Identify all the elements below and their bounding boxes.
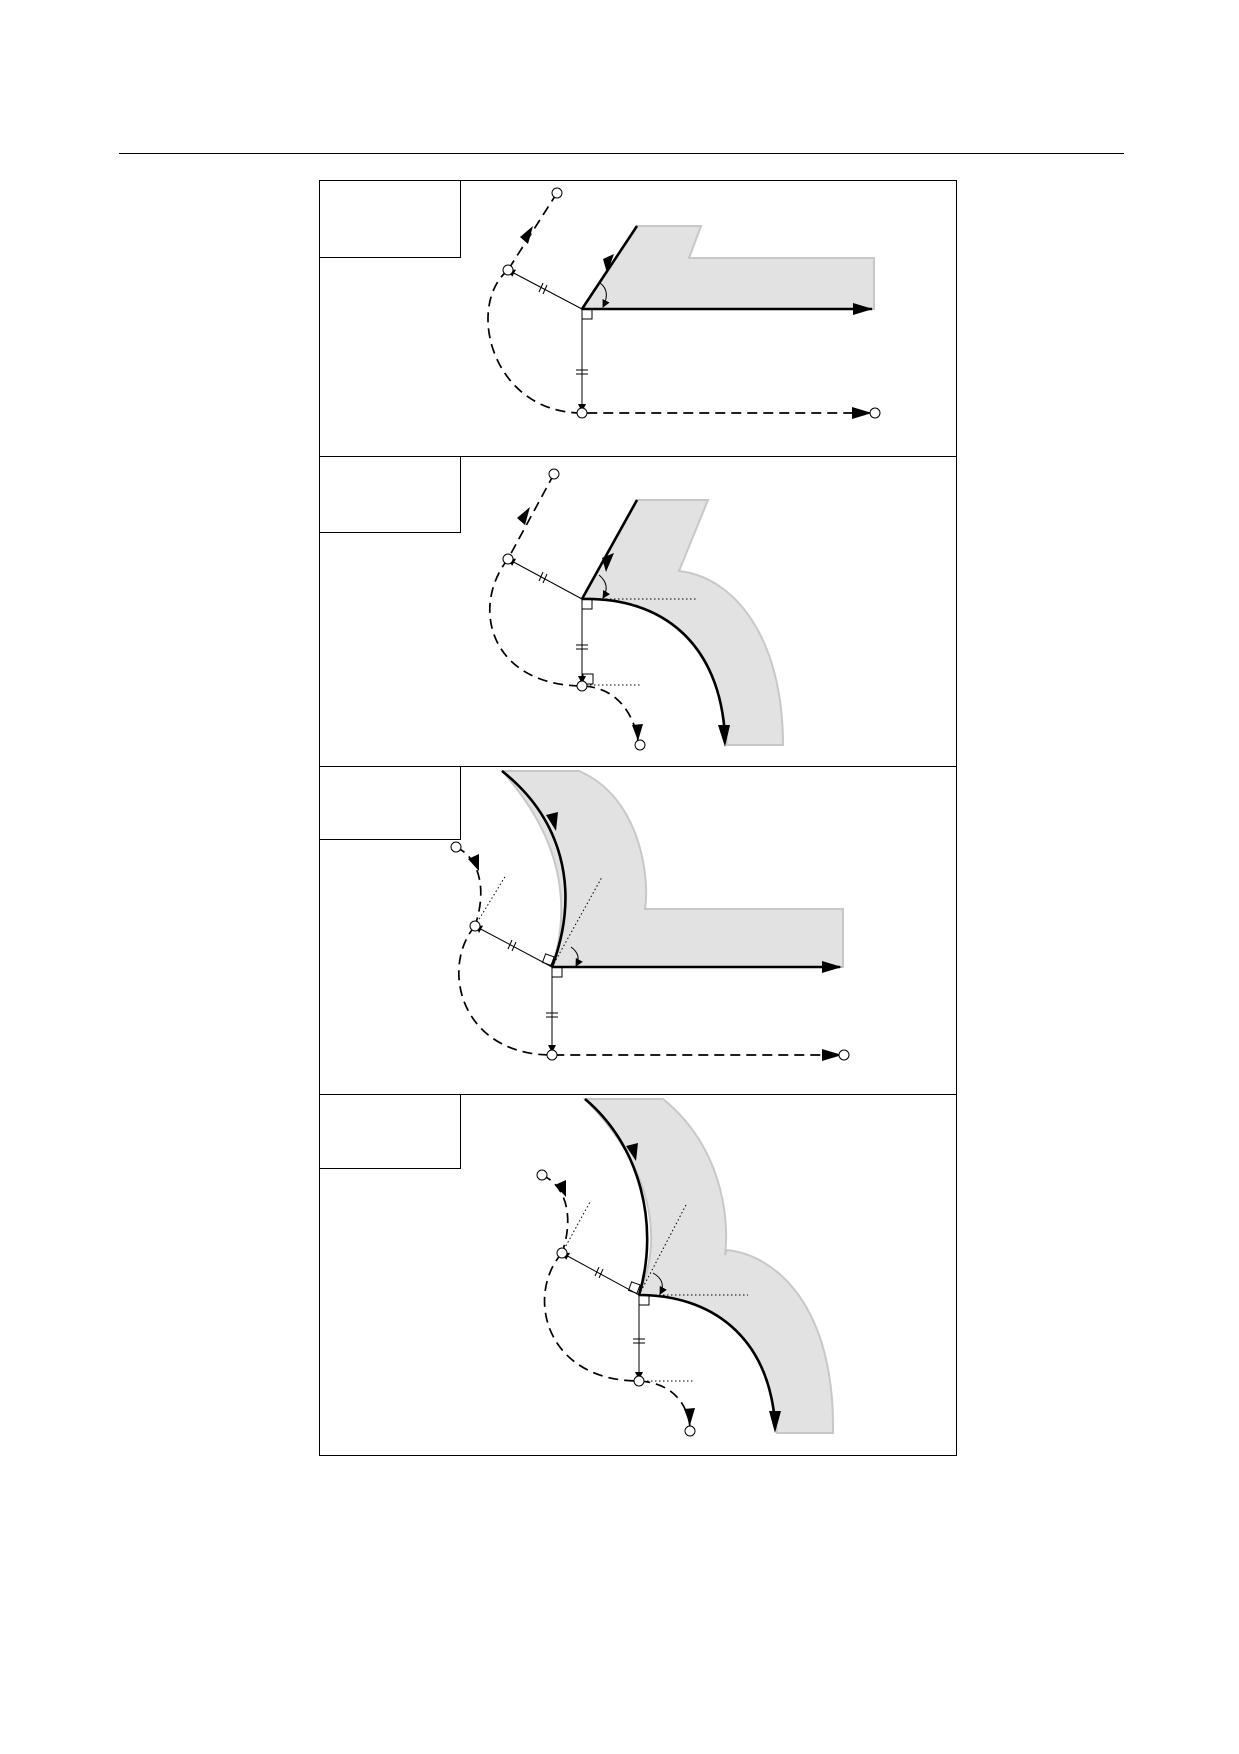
equal-tick	[542, 284, 548, 295]
tangent-line	[561, 1201, 591, 1254]
workpiece-shape	[499, 770, 844, 968]
panel-2-drawing	[488, 468, 785, 751]
tool-path-arrow	[632, 724, 643, 741]
tool-point	[576, 680, 588, 692]
equal-tick	[538, 571, 544, 582]
path-direction-arrow	[822, 961, 842, 973]
right-angle-mark	[582, 673, 594, 685]
tangent-line	[638, 1204, 687, 1296]
path-direction-arrow	[769, 1411, 781, 1433]
path-direction-arrow	[546, 812, 558, 831]
tool-point	[634, 739, 646, 751]
panel-4-drawing	[536, 1098, 835, 1437]
angle-arc	[599, 282, 610, 308]
tool-center-path	[457, 925, 840, 1056]
right-angle-mark	[638, 1294, 650, 1306]
tool-point	[633, 1375, 645, 1387]
tool-center-path	[488, 558, 639, 742]
tool-center-path	[507, 473, 555, 560]
tool-point	[536, 1169, 548, 1181]
tool-point	[450, 841, 462, 853]
programmed-path	[501, 769, 567, 968]
workpiece-shape	[580, 225, 875, 310]
panel-label-box	[319, 766, 461, 840]
tool-path-arrow	[468, 854, 479, 871]
workpiece-shape	[582, 1098, 835, 1434]
header-rule	[119, 153, 1124, 154]
tool-point	[684, 1425, 696, 1437]
path-direction-arrow	[602, 553, 614, 572]
tool-point	[548, 468, 560, 480]
right-angle-mark	[551, 966, 563, 978]
tool-point	[551, 187, 563, 199]
equal-tick	[538, 282, 544, 293]
panel-1-drawing	[487, 187, 881, 419]
tool-center-path	[455, 846, 482, 927]
panel-arc-to-line	[319, 766, 957, 1095]
panel-arc-to-arc	[319, 1094, 957, 1456]
panel-label-box	[319, 1094, 461, 1169]
workpiece-shape	[580, 499, 785, 746]
equal-tick	[542, 573, 548, 584]
path-direction-arrow	[853, 303, 873, 315]
tangent-line	[551, 876, 603, 968]
path-direction-arrow	[718, 725, 730, 747]
tool-point	[502, 553, 514, 565]
tool-path-arrow	[684, 1408, 695, 1425]
angle-arc	[598, 574, 611, 599]
tool-center-path	[487, 269, 870, 414]
panel-line-to-line	[319, 180, 957, 457]
programmed-path	[580, 499, 639, 600]
tool-point	[546, 1049, 558, 1061]
tool-path-arrow	[555, 1180, 566, 1197]
panel-label-box	[319, 180, 461, 258]
tool-path-arrow	[822, 1049, 842, 1061]
panel-3-drawing	[450, 769, 850, 1061]
tool-center-path	[541, 1174, 569, 1254]
angle-arc	[570, 946, 583, 967]
equal-tick	[598, 1268, 604, 1279]
equal-tick	[594, 1266, 600, 1277]
tool-point	[502, 264, 514, 276]
equal-tick	[511, 941, 517, 952]
tool-path-arrow	[852, 407, 872, 419]
angle-arc	[652, 1272, 667, 1295]
tool-point	[556, 1247, 568, 1259]
tool-point	[469, 920, 481, 932]
tangent-line	[474, 874, 507, 927]
tool-point	[576, 407, 588, 419]
right-angle-mark	[581, 598, 593, 610]
panel-label-box	[319, 456, 461, 533]
programmed-path	[638, 1293, 777, 1424]
right-angle-mark	[627, 1281, 641, 1295]
programmed-path	[580, 225, 639, 310]
right-angle-mark	[581, 308, 593, 320]
path-direction-arrow	[603, 254, 614, 273]
tool-point	[838, 1049, 850, 1061]
tool-center-path	[543, 1252, 691, 1428]
path-direction-arrow	[626, 1143, 638, 1161]
tool-path-arrow	[520, 226, 533, 244]
tool-path-arrow	[517, 507, 530, 525]
panel-line-to-arc	[319, 456, 957, 767]
programmed-path	[581, 597, 727, 738]
equal-tick	[507, 939, 513, 950]
tool-center-path	[507, 192, 558, 271]
tool-point	[869, 407, 881, 419]
programmed-path	[584, 1098, 649, 1296]
